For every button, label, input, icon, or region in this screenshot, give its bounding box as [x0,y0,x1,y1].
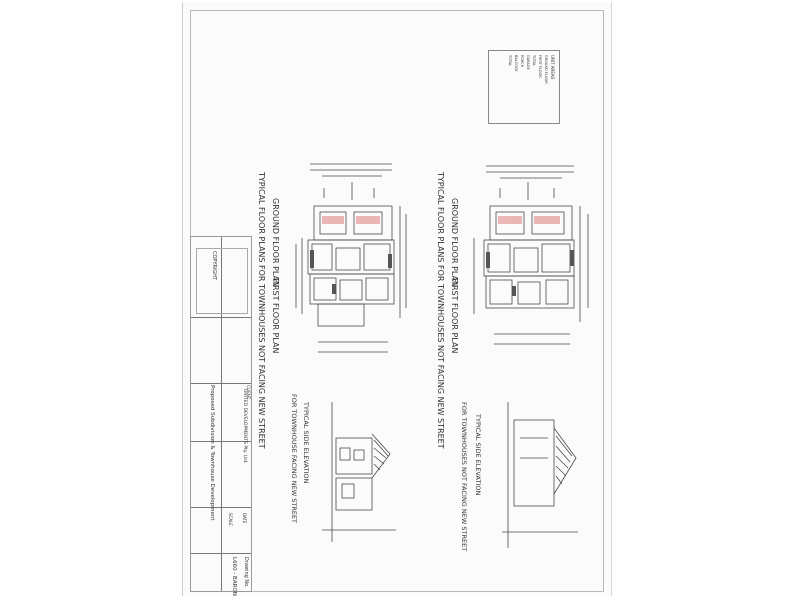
scale-label: SCALE [228,513,233,526]
side-elevation-title: TYPICAL SIDE ELEVATION [474,414,482,496]
drawing-no-label: Drawing No. [243,557,249,588]
date-label: DATE [242,513,247,524]
side-elevation-subtitle: FOR TOWNHOUSES NOT FACING NEW STREET [460,402,468,552]
ground-floor-title-right: GROUND FLOOR PLAN [450,198,459,287]
project-name: Proposed Subdivision & Townhouse Develop… [209,385,215,521]
elevation-left [322,402,396,542]
floor-plan-right [473,165,589,345]
unit-areas-row: FIRST FLOOR [538,55,542,78]
elevation-right [502,402,578,548]
title-block: COPYRIGHT CLIENT UNITED DEVELOPMENTS Pty… [190,236,252,596]
unit-areas-row: GARAGE [526,55,530,70]
floor-plans-title-right: TYPICAL FLOOR PLANS FOR TOWNHOUSES NOT F… [436,172,445,449]
drawing-number: L660 - BARON [231,557,237,596]
unit-areas-row: BALCONY [514,55,518,72]
floor-plans-title-left: TYPICAL FLOOR PLANS FOR TOWNHOUSES NOT F… [257,172,266,449]
unit-areas-heading: UNIT AREAS [550,55,555,80]
first-floor-title-right: FIRST FLOOR PLAN [450,278,459,354]
floor-plan-left [295,163,407,353]
client-name: UNITED DEVELOPMENTS Pty. Ltd. [242,389,247,464]
company-stamp [196,248,248,314]
street-elevation-title: TYPICAL SIDE ELEVATION [302,402,310,484]
unit-areas-row: GROUND FLOOR [544,55,548,84]
unit-areas-table: UNIT AREAS GROUND FLOOR FIRST FLOOR TOTA… [488,50,560,124]
unit-areas-row: PORCH [520,55,524,68]
unit-areas-row: TOTAL [508,55,512,67]
unit-areas-row: TOTAL [532,55,536,67]
ground-floor-title-left: GROUND FLOOR PLAN [271,198,280,287]
street-elevation-subtitle: FOR TOWNHOUSE FACING NEW STREET [290,394,298,524]
first-floor-title-left: FIRST FLOOR PLAN [271,278,280,354]
